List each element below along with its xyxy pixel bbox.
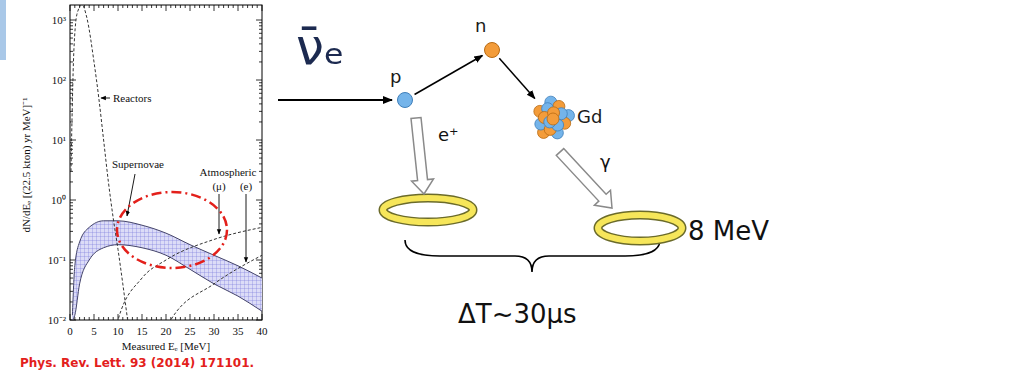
- nucleon-cluster: [528, 95, 578, 143]
- curve-label: (μ): [212, 180, 225, 193]
- band-edge: [72, 245, 262, 320]
- highlight-ellipse: [117, 192, 227, 268]
- particle-symbol: ν̄ₑ: [296, 19, 345, 77]
- time-brace: [405, 240, 660, 272]
- curve-label: (e): [240, 180, 252, 193]
- citation: Phys. Rev. Lett. 93 (2014) 171101.: [20, 357, 254, 371]
- leader-arrow: [127, 174, 135, 216]
- axis-title: dN/dEₑ [(22.5 kton) yr MeV]⁻¹: [20, 97, 33, 232]
- supernova-band: [72, 221, 262, 320]
- axis-tick-label: 30: [209, 325, 220, 338]
- leader-arrow: [246, 194, 247, 262]
- curve-label: Reactors: [113, 92, 151, 105]
- band-edge: [72, 221, 262, 315]
- axis-tick-label: 10⁻¹: [48, 254, 66, 267]
- particle-label: Gd: [577, 107, 602, 128]
- curve-label: Supernovae: [112, 158, 164, 171]
- curve-label: Atmospheric: [200, 166, 257, 179]
- axis-tick-label: 10²: [52, 74, 66, 87]
- leader-arrow: [101, 98, 110, 99]
- reaction-arrow: [499, 58, 535, 98]
- axis-tick-label: 15: [137, 325, 148, 338]
- atmospheric-mu-curve: [116, 227, 262, 320]
- leader-arrow: [219, 194, 220, 234]
- plot-frame: [70, 5, 262, 320]
- axis-tick-label: 10⁰: [51, 194, 66, 207]
- axis-tick-label: 25: [185, 325, 196, 338]
- particle-label: n: [475, 16, 486, 37]
- axis-ticks: [70, 5, 262, 320]
- spectrum-chart: [70, 5, 262, 338]
- neutron-particle: n: [484, 42, 500, 58]
- axis-title: Measured Eₑ [MeV]: [122, 340, 210, 353]
- axis-tick-label: 10⁻²: [48, 314, 66, 327]
- atmospheric-e-curve: [166, 255, 262, 320]
- hollow-arrow: [556, 149, 612, 208]
- energy-label: 8 MeV: [688, 217, 769, 247]
- axis-tick-label: 35: [233, 325, 244, 338]
- detection-scene: [278, 100, 682, 272]
- axis-tick-label: 10¹: [52, 134, 66, 147]
- gd-nucleus: Gd: [528, 95, 578, 143]
- reaction-arrow: [415, 55, 483, 94]
- incoming-arrow: [278, 99, 392, 101]
- hollow-arrow: [411, 118, 434, 195]
- cherenkov-ring: [598, 215, 682, 241]
- axis-tick-label: 5: [91, 325, 97, 338]
- axis-tick-label: 10³: [52, 14, 66, 27]
- axis-tick-label: 40: [257, 325, 268, 338]
- particle-label: γ: [600, 152, 611, 173]
- particle-label: e⁺: [438, 125, 459, 146]
- time-label: ΔT~30μs: [458, 300, 577, 330]
- particle-label: p: [390, 67, 401, 88]
- axis-tick-label: 10: [113, 325, 124, 338]
- axis-tick-label: 0: [67, 325, 73, 338]
- slide-strip: [0, 0, 6, 60]
- proton-particle: p: [397, 92, 413, 108]
- axis-tick-label: 20: [161, 325, 172, 338]
- cherenkov-ring: [383, 198, 473, 222]
